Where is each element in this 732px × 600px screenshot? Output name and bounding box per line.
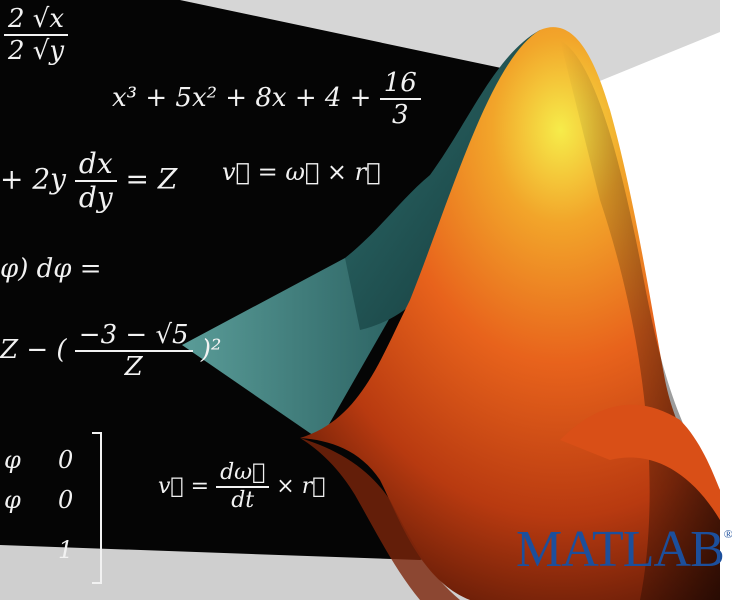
matrix-cell: 0 [58,486,74,514]
fraction-numerator: 2 √x [4,6,69,36]
equation-integral: φ) dφ = [0,256,102,282]
logo-text: MATLAB [516,521,725,578]
quadratic-denominator: Z [124,352,143,382]
angular-left: v⃗ = [158,474,210,499]
matrix-cell: φ [4,446,21,474]
equation-polynomial: x³ + 5x² + 8x + 4 + 16 3 [112,70,421,128]
diffeq-right: = Z [125,162,178,196]
angular-denominator: dt [231,488,255,513]
equation-angular-velocity: v⃗ = dω⃗ dt × r⃗ [158,462,325,512]
matrix-cell: 0 [58,446,74,474]
cross-product-text: v⃗ = ω⃗ × r⃗ [222,158,381,186]
surface-floor-plane [182,258,400,440]
equation-differential: + 2y dx dy = Z [0,150,177,212]
polynomial-fraction-denominator: 3 [392,100,409,130]
matlab-logo: MATLAB® [516,524,732,576]
equation-quadratic: Z − ( −3 − √5 Z )² [0,322,221,380]
diffeq-numerator: dx [74,150,117,182]
matrix-cell: 1 [58,536,74,564]
polynomial-fraction-numerator: 16 [379,70,421,100]
angular-numerator: dω⃗ [216,462,270,488]
registered-mark: ® [723,527,732,541]
polynomial-terms: x³ + 5x² + 8x + 4 + [112,83,372,113]
matrix-bracket [92,432,102,584]
diffeq-denominator: dy [78,181,113,214]
fraction-denominator: 2 √y [7,36,65,66]
surface-right-ribbon [560,404,720,520]
quadratic-right: )² [200,335,222,365]
angular-right: × r⃗ [276,474,326,499]
surface-front-ridge [300,438,460,600]
equation-fraction-roots: 2 √x 2 √y [4,6,69,66]
matrix-cell: φ [4,486,21,514]
integral-text: φ) dφ = [0,254,102,284]
quadratic-numerator: −3 − √5 [74,322,193,352]
diffeq-left: + 2y [0,162,66,196]
quadratic-left: Z − ( [0,335,67,365]
matrix: φ 0 φ 0 1 [0,432,110,584]
equation-cross-product: v⃗ = ω⃗ × r⃗ [222,160,381,184]
